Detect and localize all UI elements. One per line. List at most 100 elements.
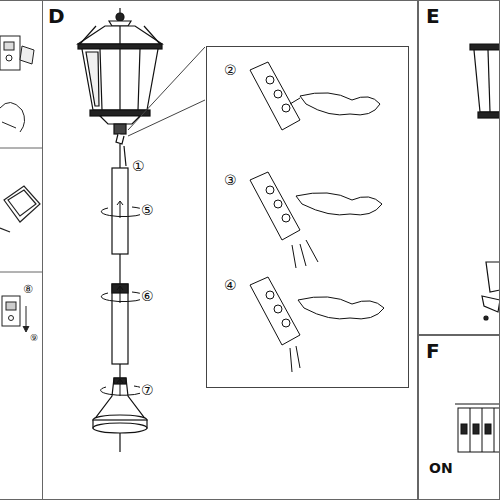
callout-number: ⑥ xyxy=(140,289,155,304)
breaker-drawing-part xyxy=(473,424,479,434)
terminal-block-drawing-part xyxy=(300,93,380,115)
left-frame-drawing xyxy=(0,186,40,232)
leader-line xyxy=(128,47,205,136)
terminal-block-drawing-part xyxy=(282,214,290,222)
pole-drawing-part xyxy=(119,364,120,378)
panel-lines-part xyxy=(0,148,42,149)
lantern-part-drawing-part xyxy=(478,112,500,118)
left-bracket-drawing xyxy=(2,296,29,332)
pole-drawing-part xyxy=(93,423,147,433)
terminal-block-drawing-part xyxy=(250,277,300,345)
lantern-drawing xyxy=(78,8,162,144)
rotation-arrows-part xyxy=(117,379,123,396)
panel-lines-part xyxy=(0,0,42,1)
lantern-drawing-part xyxy=(80,26,160,44)
left-fixing-drawing-part xyxy=(6,55,12,61)
terminal-block-drawing-part xyxy=(290,346,300,372)
rotation-arrows-part xyxy=(101,292,145,302)
breaker-drawing-part xyxy=(461,424,467,434)
callout-number: ② xyxy=(224,63,237,78)
left-fixing-drawing-part xyxy=(2,122,16,128)
lantern-drawing-part xyxy=(109,21,131,26)
detail-box: ② ③ ④ xyxy=(206,46,409,388)
panel-letter: D xyxy=(48,5,65,27)
panel-lines-part xyxy=(0,499,42,500)
lantern-part-drawing-part xyxy=(470,44,500,50)
panel-letter: E xyxy=(426,5,440,27)
callout-number: ① xyxy=(131,159,146,174)
left-bracket-drawing-part xyxy=(2,296,20,326)
step-panel: FON xyxy=(418,335,500,500)
lantern-part-drawing xyxy=(470,44,500,320)
lantern-part-drawing-part xyxy=(482,296,500,312)
rotation-arrows-part xyxy=(101,386,145,395)
terminal-block-drawing-part xyxy=(282,319,290,327)
lantern-drawing-part xyxy=(82,49,158,110)
breaker-drawing-part xyxy=(458,408,500,452)
terminal-block-drawing-part xyxy=(266,76,274,84)
terminal-block-drawing-part xyxy=(274,305,282,313)
terminal-block-drawing xyxy=(250,62,384,372)
pole-drawing-part xyxy=(112,284,128,364)
lantern-drawing-part xyxy=(116,13,124,21)
terminal-block-drawing-part xyxy=(290,98,300,104)
left-frame-drawing-part xyxy=(8,190,36,216)
step-panel: D ② ③ ④ xyxy=(42,0,418,500)
left-frame-drawing-part xyxy=(0,228,10,232)
callout-number: ⑤ xyxy=(140,203,155,218)
terminal-block-drawing-part xyxy=(274,90,282,98)
pole-drawing-part xyxy=(94,378,146,420)
terminal-block-drawing-part xyxy=(250,172,300,240)
rotation-arrows-part xyxy=(101,207,145,217)
pole-drawing xyxy=(93,144,147,452)
callout-number: ⑨ xyxy=(29,334,39,344)
panel-lines xyxy=(0,1,42,500)
terminal-block-drawing-part xyxy=(292,240,318,268)
panel-lines-part xyxy=(0,272,42,273)
terminal-block-drawing-part xyxy=(250,62,300,130)
terminal-block-drawing-part xyxy=(266,291,274,299)
terminal-block-drawing-part xyxy=(274,200,282,208)
callout-number: ⑧ xyxy=(22,284,34,296)
terminal-block-drawing-part xyxy=(296,193,382,215)
left-bracket-drawing-part xyxy=(6,302,16,310)
lantern-drawing-part xyxy=(114,124,126,134)
callout-number: ⑦ xyxy=(140,383,155,398)
lantern-part-drawing-part xyxy=(474,50,500,112)
lantern-drawing-part xyxy=(78,26,162,44)
left-bracket-drawing-part xyxy=(9,316,14,321)
breaker-drawing-part xyxy=(455,404,500,405)
left-fixing-drawing-part xyxy=(20,46,34,64)
lantern-part-drawing-part xyxy=(486,262,500,292)
terminal-block-drawing-part xyxy=(282,104,290,112)
breaker-drawing-part xyxy=(482,408,483,452)
left-fixing-drawing-part xyxy=(4,42,14,50)
lantern-drawing-part xyxy=(86,52,99,106)
switch-label: ON xyxy=(429,461,453,476)
rotation-arrows-part xyxy=(117,201,123,218)
lantern-drawing-part xyxy=(78,44,162,49)
pole-drawing-part xyxy=(119,254,120,284)
pole-drawing-part xyxy=(124,146,126,166)
left-fixing-drawing xyxy=(0,36,34,132)
left-frame-drawing-part xyxy=(4,186,40,222)
breaker-drawing-part xyxy=(470,408,471,452)
leader-line-part xyxy=(128,100,205,136)
breaker-drawing-part xyxy=(485,424,491,434)
lantern-part-drawing-part xyxy=(488,50,490,112)
lantern-part-drawing-part xyxy=(484,316,488,320)
breaker-drawing-part xyxy=(494,408,495,452)
breaker-drawing xyxy=(455,404,500,452)
terminal-block-drawing-part xyxy=(298,297,384,319)
lantern-drawing-part xyxy=(116,134,124,144)
callout-number: ③ xyxy=(224,173,237,188)
lantern-drawing-part xyxy=(100,49,140,110)
left-fixing-drawing-part xyxy=(0,36,20,70)
pole-drawing-part xyxy=(119,144,120,168)
terminal-block-drawing-part xyxy=(266,186,274,194)
callout-number: ④ xyxy=(224,278,237,293)
rotation-arrows xyxy=(101,201,146,396)
left-fixing-drawing-part xyxy=(0,102,25,132)
